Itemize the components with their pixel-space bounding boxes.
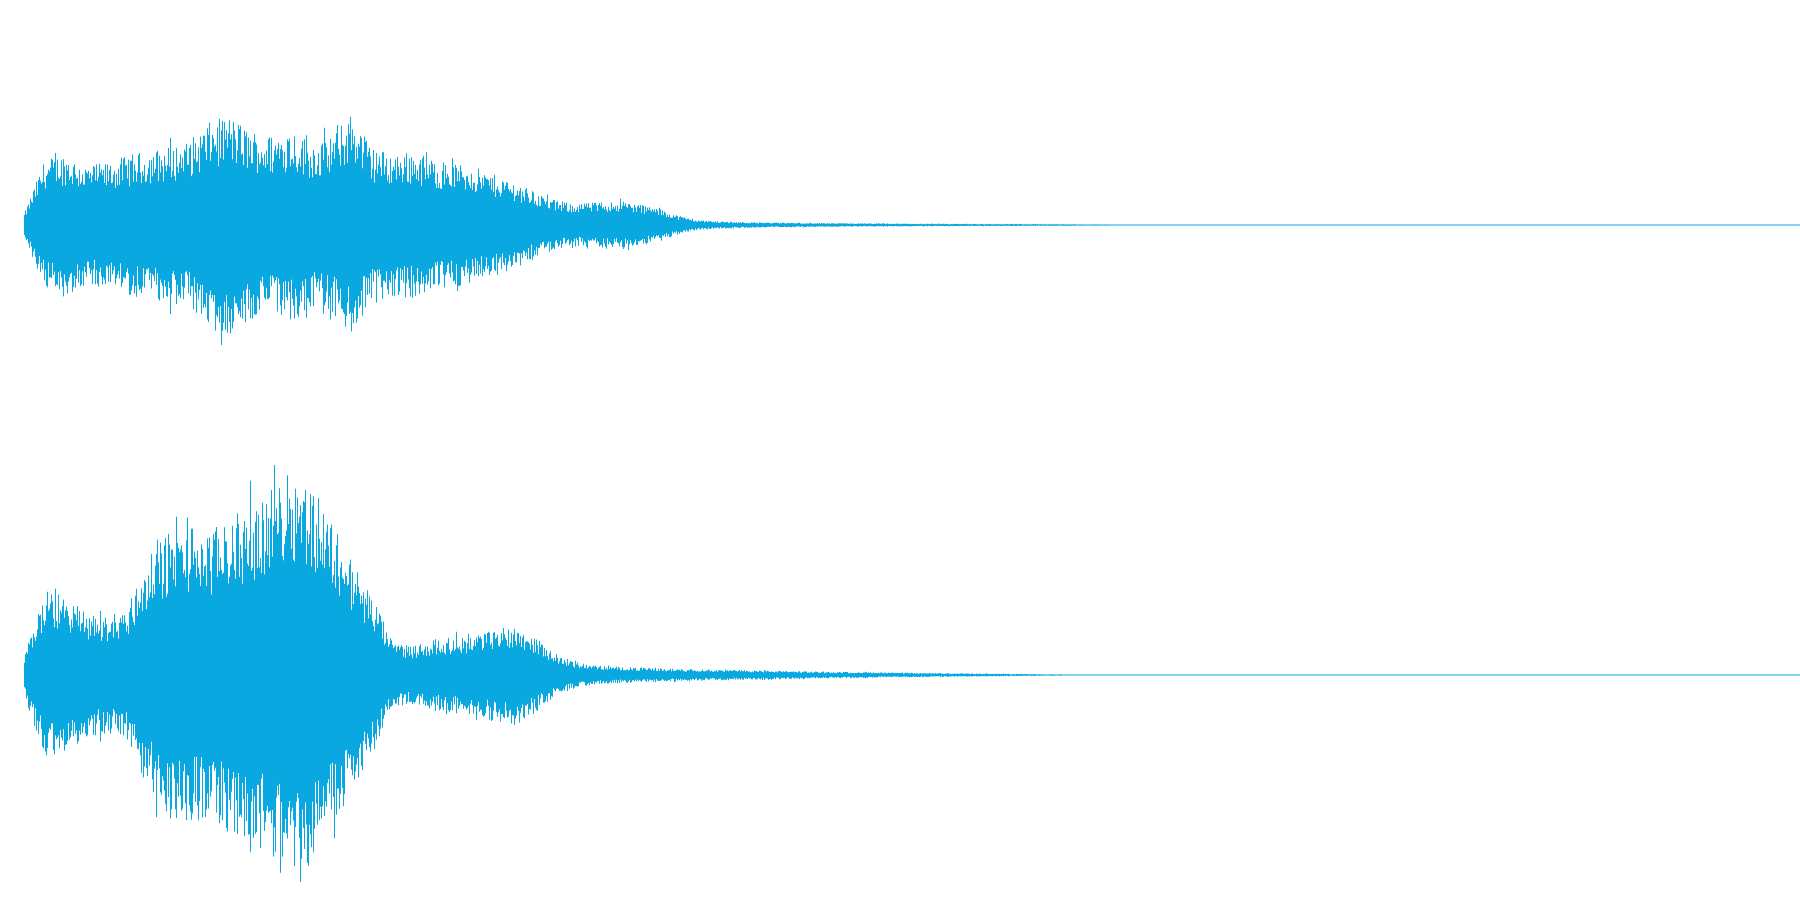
waveform-signal (24, 116, 1185, 345)
waveform-channel-2[interactable] (24, 465, 1800, 882)
waveform-signal (24, 465, 1122, 882)
waveform-channel-1[interactable] (24, 116, 1800, 345)
